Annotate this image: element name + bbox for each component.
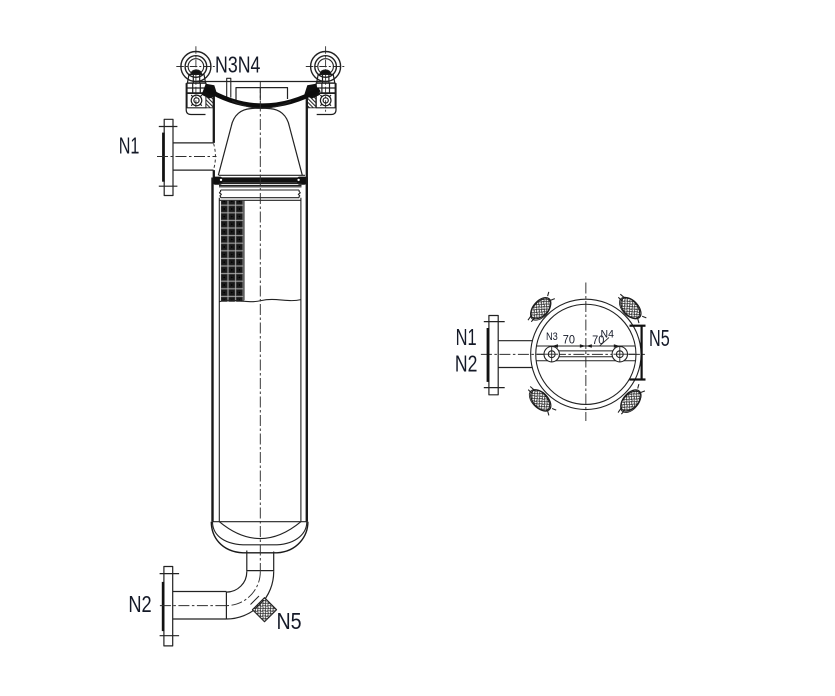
svg-text:N2: N2 bbox=[455, 351, 478, 377]
svg-text:N3N4: N3N4 bbox=[215, 52, 260, 78]
svg-text:N5: N5 bbox=[277, 608, 302, 634]
svg-text:N4: N4 bbox=[601, 329, 614, 341]
svg-text:70: 70 bbox=[592, 334, 604, 347]
svg-text:N1: N1 bbox=[456, 324, 477, 350]
svg-text:N1: N1 bbox=[119, 133, 140, 159]
svg-text:N5: N5 bbox=[649, 325, 670, 351]
svg-text:N2: N2 bbox=[128, 591, 151, 617]
svg-text:N3: N3 bbox=[546, 331, 558, 343]
svg-text:70: 70 bbox=[563, 333, 575, 346]
